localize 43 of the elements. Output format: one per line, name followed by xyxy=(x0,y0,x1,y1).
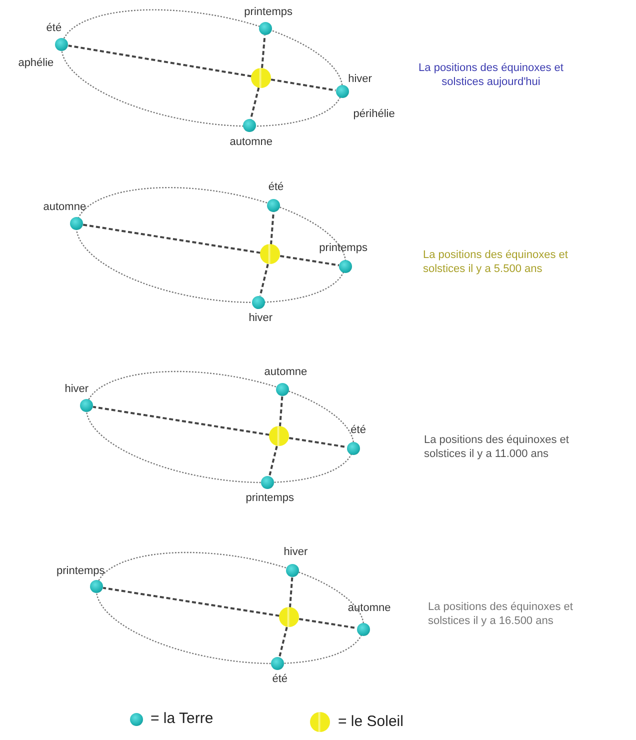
dashed-line xyxy=(261,35,266,68)
panel-caption: La positions des équinoxes et solstices il y a 11.000 ans xyxy=(424,433,570,461)
season-label: automne xyxy=(264,366,308,378)
legend-label: = la Terre xyxy=(150,710,214,727)
season-label: automne xyxy=(348,602,391,614)
legend-label: = le Soleil xyxy=(338,713,404,730)
season-label: hiver xyxy=(348,73,372,86)
dashed-line xyxy=(288,436,348,448)
dashed-line xyxy=(250,87,260,120)
sun-circle xyxy=(279,607,300,628)
season-label: hiver xyxy=(64,382,89,395)
dashed-line xyxy=(298,618,358,630)
season-label: automne xyxy=(230,136,273,148)
orbit-point-label: aphélie xyxy=(18,56,54,69)
sun-circle xyxy=(251,68,272,88)
season-label: hiver xyxy=(284,546,308,558)
season-label: automne xyxy=(43,200,86,213)
dashed-line xyxy=(92,406,270,436)
sun-circle xyxy=(269,426,290,446)
dashed-line xyxy=(68,44,252,78)
panel-caption: La positions des équinoxes et solstices il y a 5.500 ans xyxy=(423,248,569,276)
dashed-line xyxy=(279,395,284,426)
season-label: été xyxy=(268,181,284,194)
dashed-line xyxy=(270,212,274,244)
dashed-line xyxy=(259,264,269,296)
season-label: printemps xyxy=(244,6,292,18)
dashed-line xyxy=(270,78,336,92)
panel-caption: La positions des équinoxes et solstices aujourd'hui xyxy=(418,61,564,89)
season-label: printemps xyxy=(246,492,294,504)
sun-circle xyxy=(260,244,280,264)
season-label: printemps xyxy=(56,564,105,577)
season-label: été xyxy=(46,22,62,34)
dashed-line xyxy=(289,576,294,608)
season-label: été xyxy=(272,673,288,686)
dashed-line xyxy=(280,254,340,266)
season-label: été xyxy=(350,424,366,436)
panel-caption: La positions des équinoxes et solstices il y a 16.500 ans xyxy=(428,600,574,628)
dashed-line xyxy=(82,224,261,254)
orbit-point-label: périhélie xyxy=(353,108,395,120)
season-label: hiver xyxy=(248,312,273,324)
dashed-line xyxy=(268,446,278,476)
dashed-line xyxy=(102,586,280,617)
season-label: printemps xyxy=(319,242,368,254)
